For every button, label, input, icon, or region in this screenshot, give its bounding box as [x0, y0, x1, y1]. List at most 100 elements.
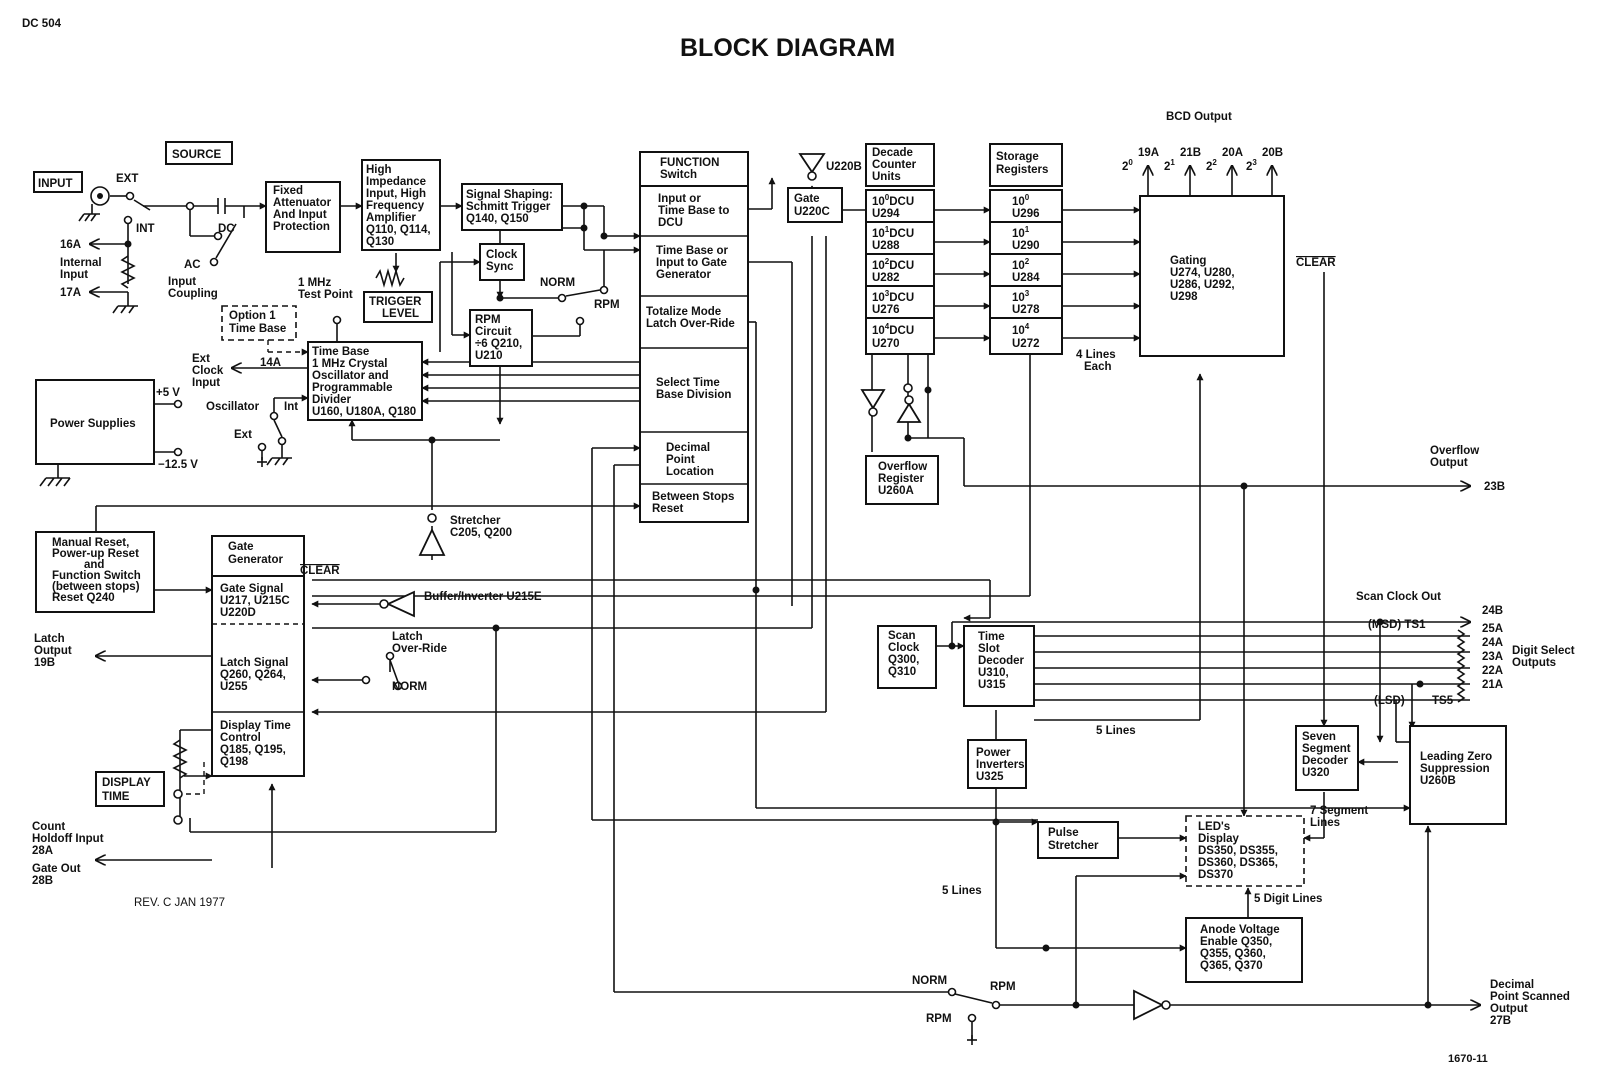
- overflow-register-line-2: Register: [878, 473, 925, 485]
- gate-u220c-line-1: Gate: [794, 193, 820, 205]
- count-holdoff-line-3: 28A: [32, 845, 53, 857]
- time-slot-line-3: Decoder: [978, 655, 1025, 667]
- seven-segment-lines-1: 7 Segment: [1310, 805, 1368, 817]
- bcd-weight-exp-1: 0: [1128, 158, 1133, 167]
- storage-register: 104 U272: [989, 317, 1063, 355]
- amplifier-line-5: Amplifier: [366, 212, 416, 224]
- scan-clock-out-label: Scan Clock Out: [1356, 591, 1441, 603]
- leds-display-line-5: DS370: [1198, 869, 1233, 881]
- timebase-line-1: Time Base: [312, 346, 369, 358]
- amplifier-line-6: Q110, Q114,: [366, 224, 431, 236]
- storage-block: Storage Registers 100 U296 101 U290 102 …: [989, 143, 1063, 355]
- internal-input-resistor-icon: [120, 255, 136, 289]
- ts5-label: TS5: [1432, 695, 1454, 707]
- decimal-point-output-line-2: Point Scanned: [1490, 991, 1570, 1003]
- bcd-weight-4: 2: [1246, 161, 1252, 173]
- storage-part: U296: [1012, 208, 1040, 220]
- anode-voltage-block: Anode Voltage Enable Q350, Q355, Q360, Q…: [1185, 917, 1303, 983]
- digit-pin-22a: 22A: [1482, 665, 1503, 677]
- fs-section4-line-1: Select Time: [656, 377, 720, 389]
- input-ground-icon: [112, 305, 138, 314]
- leading-zero-line-2: Suppression: [1420, 763, 1490, 775]
- fs-section5-line-1: Decimal: [666, 442, 710, 454]
- rpm-circuit-block: RPM Circuit ÷6 Q210, U210: [469, 309, 533, 367]
- norm-label-latch: NORM: [392, 681, 427, 693]
- manual-reset-line-2: Power-up Reset: [52, 548, 139, 560]
- amplifier-line-2: Impedance: [366, 176, 426, 188]
- input-frame: INPUT: [33, 171, 83, 193]
- pin-17a-label: 17A: [60, 287, 81, 299]
- overflow-output-line-1: Overflow: [1430, 445, 1479, 457]
- storage-exp: 3: [1025, 289, 1030, 298]
- leds-display-line-4: DS360, DS365,: [1198, 857, 1278, 869]
- ac-label: AC: [184, 259, 201, 271]
- clock-sync-line-2: Sync: [486, 261, 514, 273]
- decimal-point-inverter: [1133, 989, 1171, 1021]
- seven-segment-line-3: Decoder: [1302, 755, 1349, 767]
- gate-out-line-2: 28B: [32, 875, 53, 887]
- scan-clock-line-2: Clock: [888, 642, 920, 654]
- storage-title-1: Storage: [996, 151, 1039, 163]
- rpm-circuit-line-1: RPM: [475, 314, 501, 326]
- ext-label: EXT: [116, 173, 138, 185]
- timebase-line-2: 1 MHz Crystal: [312, 358, 387, 370]
- amplifier-line-4: Frequency: [366, 200, 425, 212]
- pulse-stretcher-block: Pulse Stretcher: [1037, 821, 1119, 859]
- norm-label-rpm: NORM: [540, 277, 575, 289]
- power-inverters-line-2: Inverters: [976, 759, 1025, 771]
- time-slot-line-5: U315: [978, 679, 1006, 691]
- fs-section6-line-2: Reset: [652, 503, 683, 515]
- dcu-exp: 2: [885, 257, 890, 266]
- gating-line-3: U286, U292,: [1170, 279, 1235, 291]
- pin-23b-label: 23B: [1484, 481, 1505, 493]
- decimal-point-output-line-1: Decimal: [1490, 979, 1534, 991]
- dcu-label: DCU: [889, 325, 914, 337]
- stretcher-line-1: Stretcher: [450, 515, 501, 527]
- model-label: DC 504: [22, 18, 62, 30]
- svg-text:101DCU: 101DCU: [872, 225, 914, 240]
- gating-clear-label: CLEAR: [1296, 257, 1336, 269]
- clock-sync-line-1: Clock: [486, 249, 518, 261]
- power-inverters-line-3: U325: [976, 771, 1004, 783]
- time-slot-line-2: Slot: [978, 643, 1000, 655]
- latch-output-line-3: 19B: [34, 657, 55, 669]
- display-time-line-1: Display Time: [220, 720, 291, 732]
- scan-clock-block: Scan Clock Q300, Q310: [877, 625, 937, 689]
- input-coupling-line-1: Input: [168, 276, 196, 288]
- leds-display-line-1: LED's: [1198, 821, 1230, 833]
- time-slot-line-4: U310,: [978, 667, 1009, 679]
- leading-zero-line-1: Leading Zero: [1420, 751, 1492, 763]
- display-time-frame: DISPLAY TIME: [95, 739, 188, 825]
- display-time-line-2: Control: [220, 732, 261, 744]
- seven-segment-line-4: U320: [1302, 767, 1330, 779]
- digit-pin-25a: 25A: [1482, 623, 1503, 635]
- gate-signal-line-1: Gate Signal: [220, 583, 283, 595]
- count-holdoff-line-2: Holdoff Input: [32, 833, 104, 845]
- latch-signal-line-3: U255: [220, 681, 248, 693]
- clock-sync-block: Clock Sync: [479, 243, 525, 281]
- seven-segment-lines-2: Lines: [1310, 817, 1340, 829]
- pin-24b-label: 24B: [1482, 605, 1503, 617]
- storage-part: U272: [1012, 338, 1040, 350]
- diagram-title: BLOCK DIAGRAM: [680, 34, 895, 62]
- timebase-block: Time Base 1 MHz Crystal Oscillator and P…: [307, 341, 423, 421]
- seven-segment-line-2: Segment: [1302, 743, 1351, 755]
- lsd-label: (LSD): [1374, 695, 1405, 707]
- overflow-output-line-2: Output: [1430, 457, 1468, 469]
- signal-wires: [90, 166, 1480, 1040]
- display-time-line-4: Q198: [220, 756, 249, 768]
- timebase-line-4: Programmable: [312, 382, 393, 394]
- decimal-point-output-line-4: 27B: [1490, 1015, 1511, 1027]
- display-time-label-line-2: TIME: [102, 791, 130, 803]
- oscillator-ext-label: Ext: [234, 429, 252, 441]
- shaping-block: Signal Shaping: Schmitt Trigger Q140, Q1…: [461, 183, 563, 231]
- fs-section4-line-2: Base Division: [656, 389, 731, 401]
- gate-generator-block: Gate Generator Gate Signal U217, U215C U…: [211, 535, 305, 777]
- dcu-title-2: Counter: [872, 159, 917, 171]
- amplifier-line-1: High: [366, 164, 392, 176]
- latch-output-line-2: Output: [34, 645, 72, 657]
- dcu-exp: 1: [885, 225, 890, 234]
- oscillator-int-label: Int: [284, 401, 298, 413]
- terminals: [78, 186, 1001, 1045]
- dcu-label: DCU: [889, 196, 914, 208]
